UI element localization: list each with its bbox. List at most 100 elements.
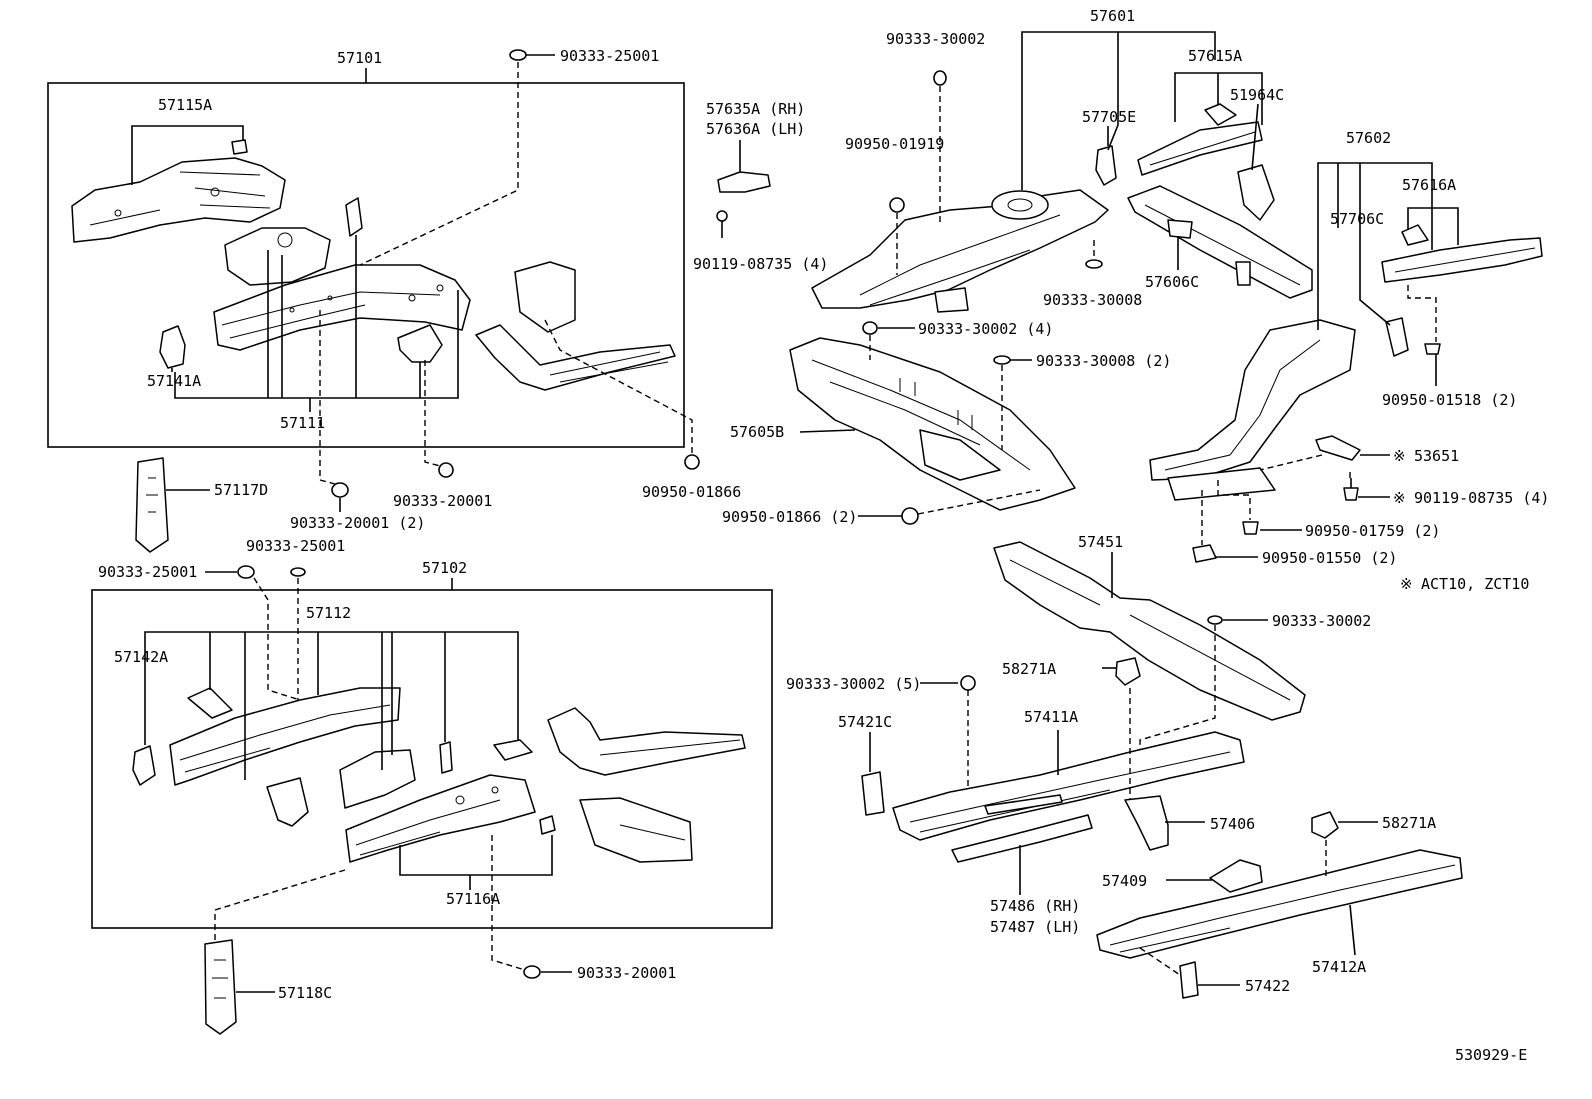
part-57141A [159,325,186,369]
fastener-90333-20001-a [438,462,454,478]
fastener-90950-01866-a [684,454,700,470]
part-57635A-bracket [717,171,771,193]
label-90333-30008: 90333-30008 [1043,291,1142,309]
part-57111 [213,197,471,363]
part-90950-01518-clip [1424,343,1441,355]
fastener-90333-30008 [1085,259,1103,269]
part-rear-extension-bottom-left [547,707,746,863]
part-57605B [789,337,1076,511]
part-57411A [892,731,1245,841]
part-57115A [71,139,286,243]
label-58271A-b: 58271A [1382,814,1436,832]
label-57117D: 57117D [214,481,268,499]
part-57706C [1385,317,1409,357]
label-90333-25001-c: 90333-25001 [246,537,345,555]
dashed-guides [214,62,1437,976]
part-57705E [1095,145,1117,186]
label-90333-20001-b: 90333-20001 [577,964,676,982]
group-box-57102 [91,589,773,929]
fastener-90333-30002-b [1207,615,1223,625]
label-51964C: 51964C [1230,86,1284,104]
label-57706C: 57706C [1330,210,1384,228]
note-marker-90119: ※ [1393,489,1406,507]
label-57115A: 57115A [158,96,212,114]
label-90950-01518: 90950-01518 (2) [1382,391,1517,409]
label-90333-30002-4: 90333-30002 (4) [918,320,1053,338]
label-90333-25001-b: 90333-25001 [98,563,197,581]
part-90950-01759-clip [1242,521,1259,535]
fastener-90950-01866-2 [901,507,919,525]
part-rear-extension-left [475,261,676,391]
label-57605B: 57605B [730,423,784,441]
part-90950-01550-clip [1192,544,1217,563]
part-57616A [1381,224,1543,283]
label-57142A: 57142A [114,648,168,666]
label-90950-01866-a: 90950-01866 [642,483,741,501]
part-57406 [1124,795,1169,851]
part-57602 [1149,319,1356,501]
label-90333-25001-top: 90333-25001 [560,47,659,65]
label-57486: 57486 (RH) [990,897,1080,915]
fastener-90333-25001-c [290,567,306,577]
label-90333-20001-a: 90333-20001 [393,492,492,510]
label-57602: 57602 [1346,129,1391,147]
label-57412A: 57412A [1312,958,1366,976]
label-57606C: 57606C [1145,273,1199,291]
label-57118C: 57118C [278,984,332,1002]
part-57601 [811,189,1109,313]
label-57615A: 57615A [1188,47,1242,65]
fastener-90950-01919 [889,197,905,213]
part-57409 [1209,859,1263,893]
label-57451: 57451 [1078,533,1123,551]
part-57118C [204,939,237,1035]
label-57409: 57409 [1102,872,1147,890]
label-57411A: 57411A [1024,708,1078,726]
note-marker-legend: ※ [1400,575,1413,593]
label-90333-20001-2: 90333-20001 (2) [290,514,425,532]
label-57422: 57422 [1245,977,1290,995]
label-58271A-a: 58271A [1002,660,1056,678]
label-90333-30002-b: 90333-30002 [1272,612,1371,630]
label-57601: 57601 [1090,7,1135,25]
fastener-90333-30002-5 [960,675,976,691]
label-57635A: 57635A (RH) [706,100,805,118]
part-57116A [345,774,556,863]
part-57451 [993,541,1306,721]
label-90950-01550: 90950-01550 (2) [1262,549,1397,567]
label-53651: 53651 [1414,447,1459,465]
label-90950-01919: 90950-01919 [845,135,944,153]
note-marker-53651: ※ [1393,447,1406,465]
label-57616A: 57616A [1402,176,1456,194]
fastener-90333-30008-2 [993,355,1011,365]
label-57111: 57111 [280,414,325,432]
label-90333-30008-2: 90333-30008 (2) [1036,352,1171,370]
part-58271A-bottom [1311,811,1339,839]
fastener-90333-30002-4 [862,321,878,335]
label-90950-01866-2: 90950-01866 (2) [722,508,857,526]
label-57487: 57487 (LH) [990,918,1080,936]
part-51964C [1237,164,1275,221]
label-90333-30002-top: 90333-30002 [886,30,985,48]
label-57112: 57112 [306,604,351,622]
part-labels: 57101 57115A 57141A 57111 90333-25001 90… [98,7,1549,1002]
part-53651 [1315,435,1361,461]
part-57421C [861,771,885,816]
part-57615A [1137,103,1263,176]
leader-lines [131,31,1459,993]
fastener-90333-30002-top [933,70,947,86]
label-57101: 57101 [337,49,382,67]
label-57406: 57406 [1210,815,1255,833]
part-57412A [1096,849,1463,959]
fastener-90333-20001-2 [331,482,349,498]
fastener-90333-25001-top [509,49,527,61]
label-90119-08735-4: 90119-08735 (4) [693,255,828,273]
part-57422 [1179,961,1199,999]
part-57606C [1127,185,1313,299]
fastener-90333-25001-b [237,565,255,579]
label-90950-01759: 90950-01759 (2) [1305,522,1440,540]
part-58271A-top [1115,657,1141,686]
label-57636A: 57636A (LH) [706,120,805,138]
part-90119-08735-bolt-b [1343,478,1359,501]
label-57141A: 57141A [147,372,201,390]
